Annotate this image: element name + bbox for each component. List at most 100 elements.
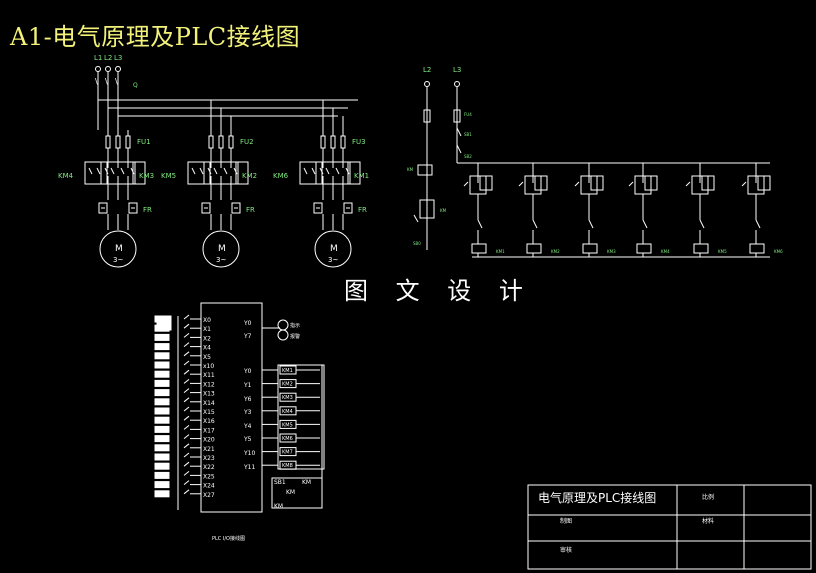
motor (202, 230, 240, 268)
overload-element (128, 202, 138, 214)
contact-block (534, 175, 548, 191)
bottom-label: KM (286, 489, 295, 496)
contactor-mid (315, 161, 351, 185)
contactor-left (299, 161, 323, 185)
motor (99, 230, 137, 268)
input-switch (183, 342, 190, 347)
plc-output-label: Y3 (243, 409, 252, 416)
plc-input-label: X2 (203, 335, 211, 342)
branch-coil-label: KM1 (496, 249, 505, 254)
output-coil-label: KM4 (282, 409, 293, 415)
branch-coil-label: KM2 (551, 249, 560, 254)
input-tag (154, 416, 170, 424)
contact-blade (130, 167, 135, 175)
input-switch (183, 461, 190, 467)
branch-coil-label: KM6 (774, 249, 783, 254)
input-tag (154, 407, 170, 415)
interlock-contact (755, 219, 761, 229)
contact-blade (191, 167, 196, 175)
fuse (105, 135, 111, 149)
plc-input-label: X20 (203, 437, 215, 444)
fuse (453, 109, 461, 123)
plc-input-label: X23 (203, 455, 215, 462)
contact-blade (88, 167, 93, 175)
input-tag (154, 490, 170, 498)
plc-output-label: Y0 (243, 320, 252, 327)
input-tag (154, 425, 170, 433)
plc-caption: PLC I/O接线图 (212, 535, 245, 542)
contactor-label: KM1 (354, 172, 369, 180)
phase-terminal (105, 66, 111, 72)
plc-input-label: X5 (203, 354, 211, 361)
coil (636, 243, 652, 254)
input-switch (183, 489, 190, 495)
phase-label: L1 (94, 54, 102, 62)
overload-element (98, 202, 108, 214)
overload-label: FR (143, 206, 152, 214)
input-tag (154, 333, 170, 341)
fuse-label: FU1 (137, 138, 151, 146)
input-switch (183, 425, 190, 430)
plc-input-label: X12 (203, 381, 215, 388)
motor (314, 230, 352, 268)
phase-label: L3 (114, 54, 122, 62)
interlock-contact (477, 219, 483, 229)
contactor-label: KM5 (161, 172, 176, 180)
motor-label: M (115, 244, 123, 254)
fuse-label: FU3 (352, 138, 366, 146)
contact-blade (120, 167, 125, 175)
input-tag (154, 453, 170, 461)
input-tag (154, 481, 170, 489)
plc-output-label: Y0 (243, 368, 252, 375)
contactor-label: KM3 (139, 172, 154, 180)
coil (526, 243, 542, 254)
fuse (115, 135, 121, 149)
contactor-mid (203, 161, 239, 185)
input-tag (154, 398, 170, 406)
plc-output-label: Y11 (243, 464, 255, 471)
supply-label: L3 (453, 66, 461, 74)
switch-blade: \ (95, 77, 98, 86)
contact-blade (213, 167, 218, 175)
contact-blade (199, 167, 204, 175)
motor-label: M (330, 244, 338, 254)
input-switch (183, 406, 190, 412)
input-switch (183, 471, 190, 476)
input-switch (183, 360, 190, 366)
contact-block (701, 175, 715, 191)
input-switch (183, 388, 190, 393)
fuse-label: FU2 (240, 138, 254, 146)
switch-blade: \ (115, 77, 118, 86)
contact-block (644, 175, 658, 191)
input-tag (154, 343, 170, 351)
motor-sub: 3~ (216, 256, 226, 264)
indicator-label: 指示 (290, 322, 300, 329)
fuse (423, 109, 431, 123)
plc-input-label: X1 (203, 326, 211, 333)
motor-sub: 3~ (328, 256, 338, 264)
contact-blade (518, 181, 524, 187)
input-block (156, 315, 172, 331)
input-switch (183, 443, 190, 449)
button-label: SB2 (464, 154, 472, 159)
plc-output-label: Y10 (243, 450, 255, 457)
input-switch (183, 333, 190, 338)
overload-label: FR (246, 206, 255, 214)
input-tag (154, 389, 170, 397)
coil (417, 164, 433, 176)
overload-element (313, 202, 323, 214)
fuse (218, 135, 224, 149)
interlock-contact (588, 219, 594, 229)
output-coil-label: KM1 (282, 368, 293, 374)
plc-input-label: X24 (203, 483, 215, 490)
overload-label: FR (358, 206, 367, 214)
coil-label: KM (407, 167, 414, 172)
contact-blade (685, 181, 691, 187)
checked-label: 审核 (560, 546, 572, 554)
contact-blade (110, 167, 115, 175)
plc-input-label: X11 (203, 372, 215, 379)
contact-blade (207, 167, 212, 175)
input-tag (154, 370, 170, 378)
input-tag (154, 352, 170, 360)
contact-blade (311, 167, 316, 175)
